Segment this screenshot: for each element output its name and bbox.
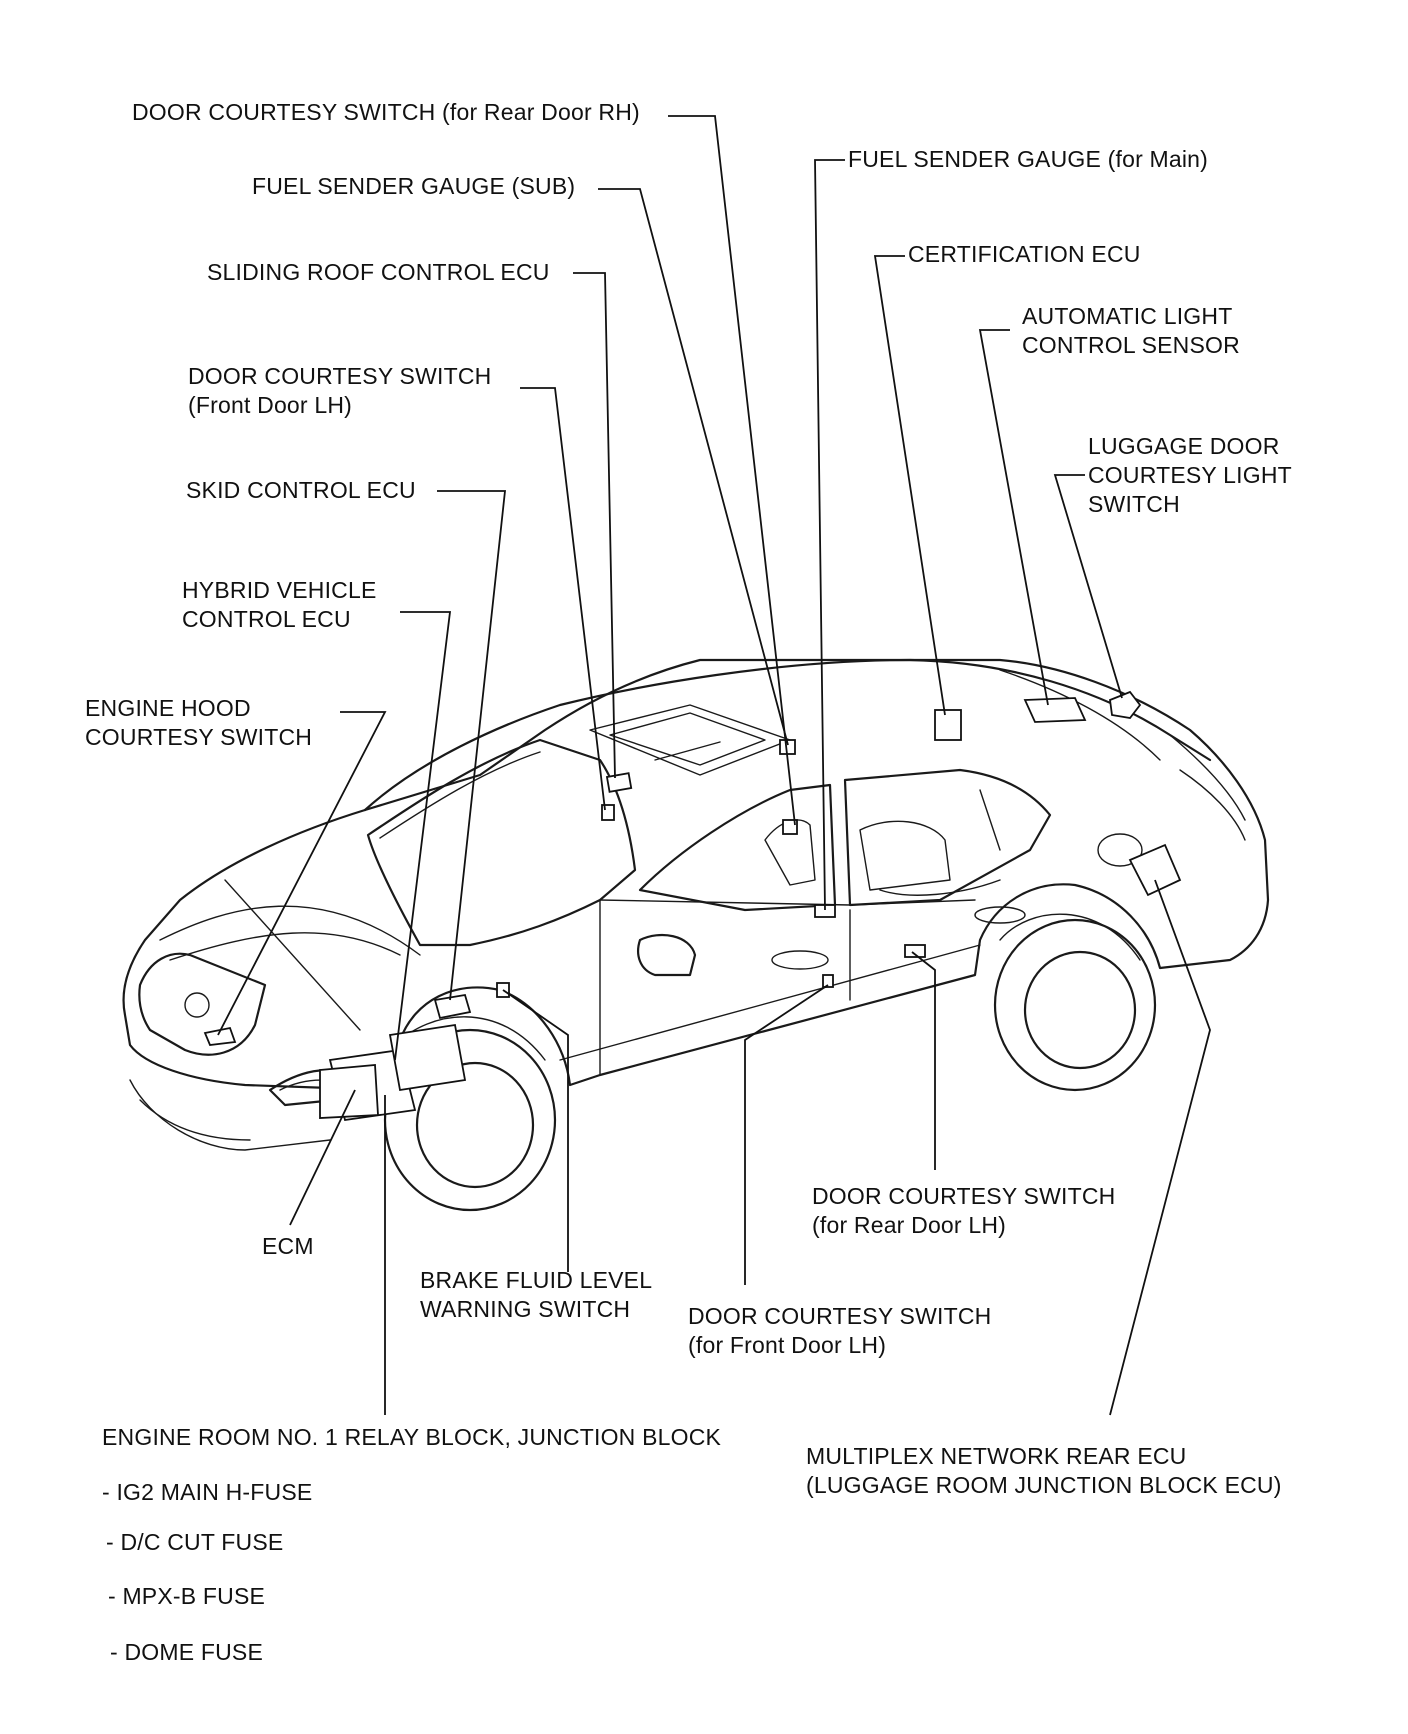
multiplex-rear-ecu-marker xyxy=(1128,843,1182,897)
label-ecm: ECM xyxy=(262,1233,314,1259)
fuse-item: - MPX-B FUSE xyxy=(108,1583,266,1609)
label-hybrid-vehicle-control-ecu: HYBRID VEHICLE CONTROL ECU xyxy=(182,577,377,632)
sliding-roof-ecu-marker xyxy=(605,772,633,793)
fuse-item: - D/C CUT FUSE xyxy=(106,1529,284,1555)
label-door-courtesy-switch-front-lh-top: DOOR COURTESY SWITCH (Front Door LH) xyxy=(188,363,492,418)
label-sliding-roof-control-ecu: SLIDING ROOF CONTROL ECU xyxy=(207,259,550,285)
label-fuel-sender-gauge-main: FUEL SENDER GAUGE (for Main) xyxy=(848,146,1209,172)
label-engine-hood-courtesy-switch: ENGINE HOOD COURTESY SWITCH xyxy=(85,695,313,750)
leader-lines xyxy=(217,115,1211,1416)
fuse-item: - IG2 MAIN H-FUSE xyxy=(102,1479,313,1505)
hybrid-vehicle-ecu-marker xyxy=(388,1023,467,1092)
car-illustration xyxy=(122,658,1270,1212)
label-engine-room-relay-block: ENGINE ROOM NO. 1 RELAY BLOCK, JUNCTION … xyxy=(102,1424,722,1450)
fuse-item: - DOME FUSE xyxy=(110,1639,263,1665)
label-automatic-light-control-sensor: AUTOMATIC LIGHT CONTROL SENSOR xyxy=(1022,303,1240,358)
ecm-marker xyxy=(319,1064,379,1119)
label-door-courtesy-switch-front-lh-bottom: DOOR COURTESY SWITCH (for Front Door LH) xyxy=(688,1303,992,1358)
label-certification-ecu: CERTIFICATION ECU xyxy=(908,241,1141,267)
label-fuel-sender-gauge-sub: FUEL SENDER GAUGE (SUB) xyxy=(252,173,576,199)
certification-ecu-marker xyxy=(934,709,962,741)
luggage-door-switch-marker xyxy=(1109,690,1142,719)
label-door-courtesy-switch-rear-lh: DOOR COURTESY SWITCH (for Rear Door LH) xyxy=(812,1183,1116,1238)
skid-control-ecu-marker xyxy=(433,993,472,1020)
label-brake-fluid-level-warning-switch: BRAKE FLUID LEVEL WARNING SWITCH xyxy=(420,1267,653,1322)
label-luggage-door-courtesy-light-switch: LUGGAGE DOOR COURTESY LIGHT SWITCH xyxy=(1088,433,1292,517)
auto-light-sensor-marker xyxy=(1023,697,1087,723)
label-skid-control-ecu: SKID CONTROL ECU xyxy=(186,477,416,503)
door-rear-lh-marker xyxy=(904,944,926,958)
component-markers xyxy=(203,690,1182,1122)
door-rear-rh-marker xyxy=(782,819,798,835)
label-door-courtesy-switch-rear-rh: DOOR COURTESY SWITCH (for Rear Door RH) xyxy=(132,99,640,125)
door-front-lh-marker xyxy=(822,974,834,988)
label-multiplex-network-rear-ecu: MULTIPLEX NETWORK REAR ECU (LUGGAGE ROOM… xyxy=(806,1443,1282,1498)
